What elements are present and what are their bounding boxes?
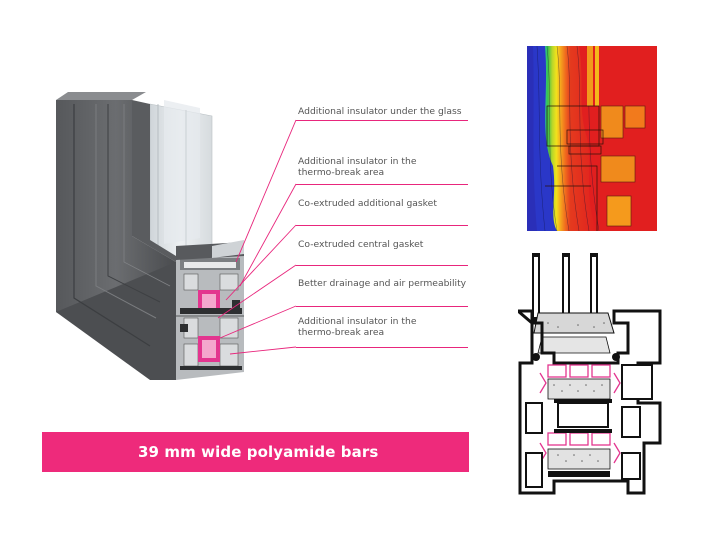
annotation-label-4: Co-extruded central gasket: [298, 239, 424, 250]
feature-banner: 39 mm wide polyamide bars: [42, 432, 469, 472]
annotation-label-3: Co-extruded additional gasket: [298, 198, 437, 209]
cross-section-drawing-icon: [518, 253, 662, 495]
annotation-separator: [296, 184, 468, 185]
leader-lines: [217, 119, 297, 355]
glass-pane: [164, 100, 200, 244]
profile-cross-section: [176, 254, 244, 380]
annotation-label-6: Additional insulator in the thermo-break…: [298, 316, 417, 338]
thermal-simulation-image-icon: [527, 46, 657, 231]
annotation-separator: [296, 120, 468, 121]
frame-bottom-front: [56, 262, 176, 380]
annotation-separator: [296, 306, 468, 307]
annotation-separator: [296, 347, 468, 348]
banner-text: 39 mm wide polyamide bars: [138, 443, 379, 461]
annotation-label-5: Better drainage and air permeability: [298, 278, 467, 289]
annotation-label-1: Additional insulator under the glass: [298, 106, 462, 117]
annotation-label-2: Additional insulator in the thermo-break…: [298, 156, 417, 178]
sash-profile: [132, 100, 176, 262]
annotation-separator: [296, 265, 468, 266]
frame-top-face: [56, 92, 146, 100]
annotation-separator: [296, 225, 468, 226]
